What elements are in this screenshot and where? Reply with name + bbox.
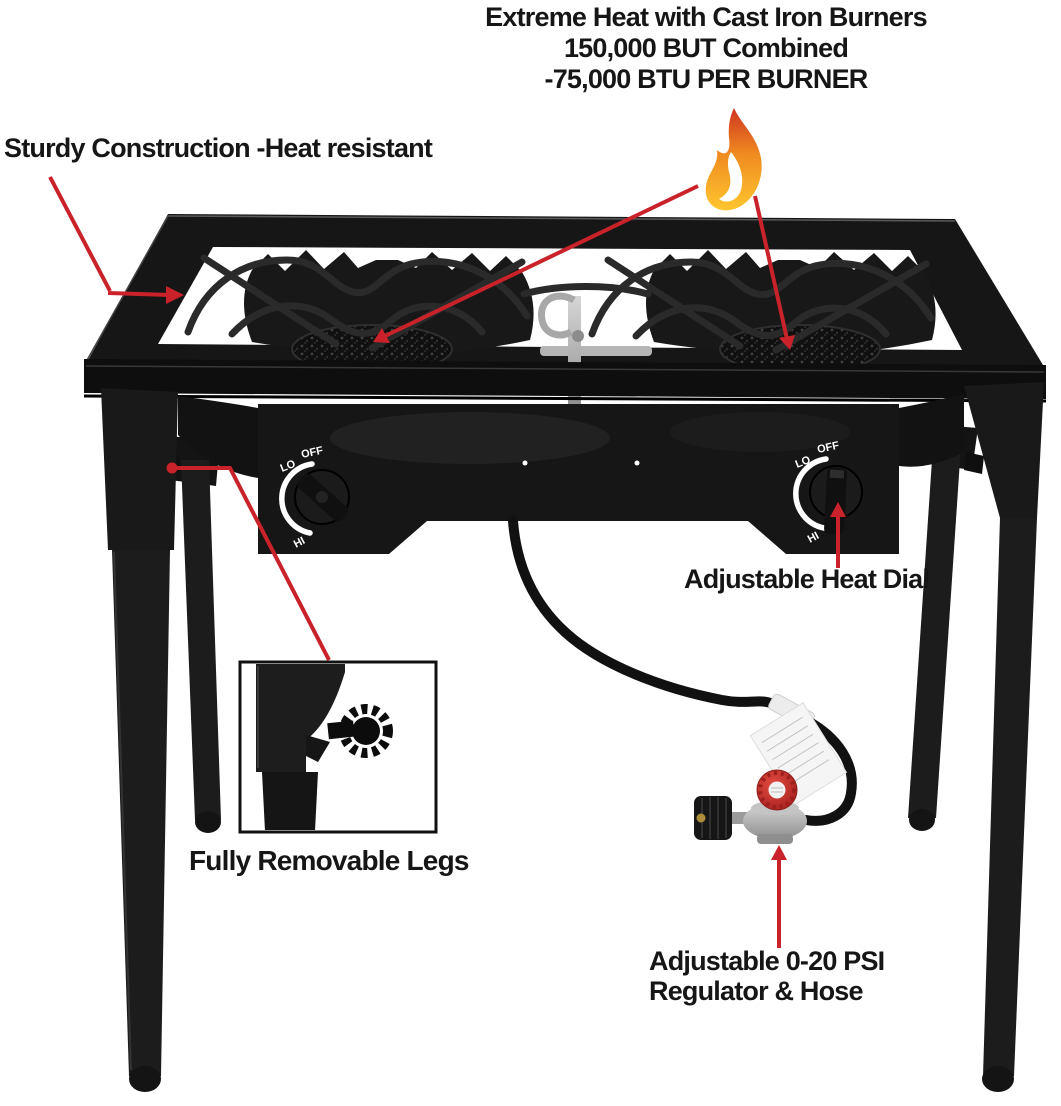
panel-rivet [522, 460, 528, 466]
arrow-removable-legs [166, 462, 331, 661]
callout-regulator: Adjustable 0-20 PSI Regulator & Hose [649, 946, 885, 1006]
tank-connector [694, 796, 732, 840]
panel-rivet [634, 460, 640, 466]
inset-leg [256, 664, 345, 772]
knob-marking-off: OFF [816, 440, 840, 456]
back-right-leg [908, 424, 984, 831]
callout-removable-legs: Fully Removable Legs [189, 845, 469, 876]
callout-sturdy-construction: Sturdy Construction -Heat resistant [4, 133, 433, 163]
right-gusset [899, 394, 964, 467]
flame-icon [705, 108, 762, 211]
grate-right [520, 256, 935, 354]
callout-regulator-line-1: Adjustable 0-20 PSI [649, 946, 885, 976]
arrow-burner-right [753, 195, 795, 350]
knob-marking-lo: LO [794, 454, 813, 471]
stove-top-apron [84, 359, 1046, 399]
control-knob-left: LO OFF HI [279, 445, 350, 551]
arrow-sturdy [48, 176, 184, 304]
stove-top [83, 214, 1047, 408]
annotation-arrows [48, 176, 846, 948]
gas-hose [508, 516, 857, 826]
left-gusset [178, 396, 258, 478]
heading-line-3: -75,000 BTU PER BURNER [544, 64, 869, 94]
knob-marking-off: OFF [300, 445, 324, 461]
control-panel: LO OFF HI LO OFF HI [258, 404, 899, 554]
regulator-knob [756, 769, 798, 811]
control-knob-right: LO OFF HI [793, 440, 863, 546]
inset-knob [327, 704, 393, 758]
regulator [694, 769, 807, 844]
knob-marking-lo: LO [279, 458, 298, 475]
callout-regulator-line-2: Regulator & Hose [649, 976, 864, 1006]
callout-heat-dial: Adjustable Heat Dial [684, 564, 930, 594]
arrow-burner-left [373, 184, 699, 343]
heading-line-1: Extreme Heat with Cast Iron Burners [485, 2, 927, 32]
arrow-heat-dial [830, 502, 846, 568]
heading: Extreme Heat with Cast Iron Burners 150,… [420, 2, 992, 95]
heading-line-2: 150,000 BUT Combined [563, 33, 849, 63]
front-right-leg [964, 382, 1044, 1092]
knob-marking-hi: HI [292, 535, 307, 551]
arrow-regulator [771, 845, 787, 948]
front-left-leg [101, 388, 178, 1092]
inset-box [238, 660, 438, 834]
knob-marking-hi: HI [806, 530, 821, 546]
